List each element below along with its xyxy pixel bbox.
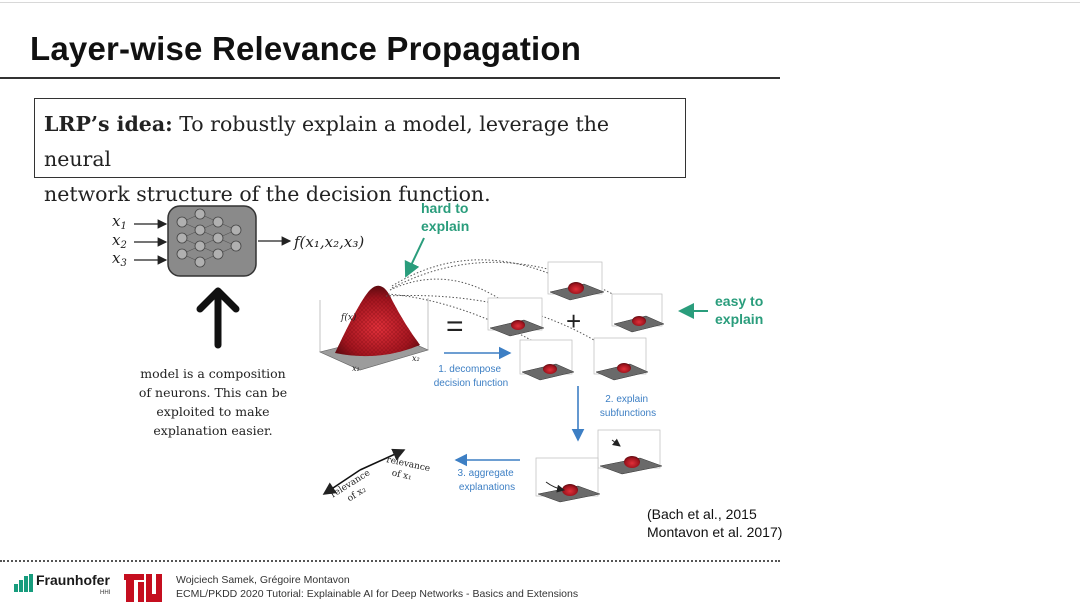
caption-line4: explanation easier. [153, 423, 273, 438]
fraunhofer-mark-icon [14, 574, 33, 592]
relevance-x1-label: relevance of x₁ [383, 455, 434, 486]
tu-berlin-logo [124, 574, 162, 602]
title-underline [0, 77, 780, 79]
citation: (Bach et al., 2015 Montavon et al. 2017) [647, 505, 782, 541]
x1-axis-label: x₁ [352, 364, 360, 373]
decision-function-plot: f(x) x₁ x₂ [319, 285, 429, 373]
fraunhofer-sub: HHI [100, 590, 111, 596]
idea-label: LRP’s idea: [44, 112, 173, 136]
input-arrows [134, 219, 168, 265]
top-border [0, 2, 1080, 3]
fx-label: f(x) [340, 312, 357, 323]
step2-label: 2. explain subfunctions [600, 394, 656, 419]
idea-line1: To robustly explain a model, leverage th… [44, 112, 610, 171]
footer-event: ECML/PKDD 2020 Tutorial: Explainable AI … [176, 588, 579, 600]
caption-line3: exploited to make [156, 404, 270, 419]
hard-to-explain-label: hard to explain [421, 200, 472, 234]
network-caption: model is a composition of neurons. This … [128, 364, 298, 440]
caption-line1: model is a composition [140, 366, 286, 381]
hard-arrow [404, 237, 425, 278]
subfunction-plots [487, 261, 665, 503]
step3-label: 3. aggregate explanations [458, 468, 517, 493]
x2-axis-label: x₂ [412, 354, 420, 363]
idea-line2: network structure of the decision functi… [44, 182, 491, 206]
neural-network-icon [167, 205, 257, 277]
idea-box: LRP’s idea: To robustly explain a model,… [34, 98, 686, 206]
step1-label: 1. decompose decision function [434, 364, 509, 389]
svg-text:x1: x1 [112, 212, 127, 232]
svg-text:x2: x2 [112, 231, 127, 251]
plus-sign: + [566, 306, 581, 336]
caption-line2: of neurons. This can be [138, 385, 288, 400]
network-output: f(x₁,x₂,x₃) [293, 233, 364, 251]
network-inputs: x1 x2 x3 [112, 212, 127, 269]
easy-to-explain-label: easy to explain [715, 293, 767, 327]
relevance-axes [322, 448, 406, 495]
up-arrow-icon [196, 287, 240, 349]
slide-title: Layer-wise Relevance Propagation [30, 30, 582, 67]
fraunhofer-logo: Fraunhofer HHI [14, 572, 114, 602]
fraunhofer-name: Fraunhofer [36, 572, 110, 588]
footer-credits: Wojciech Samek, Grégoire Montavon ECML/P… [176, 573, 578, 601]
equals-sign: = [446, 310, 464, 343]
citation-line1: (Bach et al., 2015 [647, 506, 757, 522]
lrp-figure: x1 x2 x3 f(x₁,x₂,x₃) hard [112, 200, 767, 504]
footer-divider [0, 560, 780, 562]
svg-text:x3: x3 [112, 249, 127, 269]
citation-line2: Montavon et al. 2017) [647, 524, 783, 540]
footer-authors: Wojciech Samek, Grégoire Montavon [176, 574, 350, 586]
